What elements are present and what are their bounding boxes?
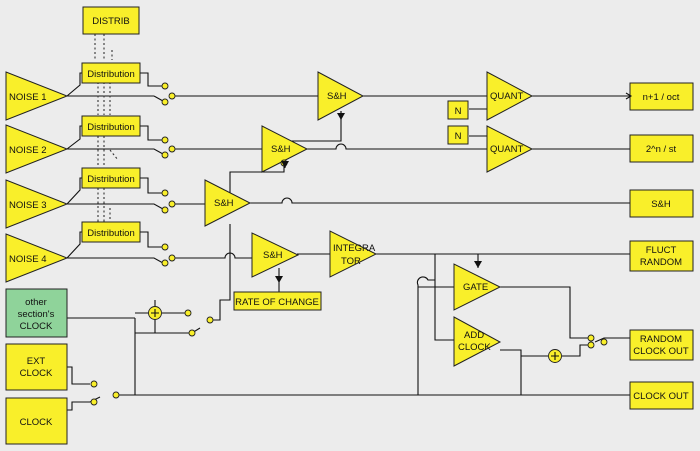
svg-text:INTEGRA: INTEGRA (333, 243, 376, 254)
output-fluct-random: FLUCT RANDOM (629, 240, 694, 272)
svg-text:section's: section's (18, 309, 55, 320)
output-clock-out: CLOCK OUT (629, 381, 694, 410)
svg-text:CLOCK: CLOCK (20, 368, 53, 379)
quantizer-1: QUANT (486, 71, 534, 121)
svg-text:FLUCT: FLUCT (646, 245, 677, 256)
switch-contacts (90, 82, 608, 406)
gate: GATE (453, 263, 502, 311)
output-n-plus-1-oct: n+1 / oct (629, 82, 694, 111)
noise-source-1: NOISE 1 (5, 71, 69, 121)
ext-clock: EXT CLOCK (5, 343, 68, 391)
svg-text:NOISE 1: NOISE 1 (9, 92, 47, 103)
sample-hold-3: S&H (204, 179, 252, 227)
clock-source: CLOCK (5, 397, 68, 445)
sum-node-1 (148, 306, 162, 320)
svg-text:n+1 / oct: n+1 / oct (643, 92, 680, 103)
svg-text:RANDOM: RANDOM (640, 257, 682, 268)
svg-text:Distribution: Distribution (87, 228, 135, 239)
svg-text:S&H: S&H (263, 250, 283, 261)
arrowheads (275, 92, 633, 283)
svg-text:TOR: TOR (341, 256, 361, 267)
distribution-block-1: Distribution (81, 62, 141, 84)
n-block-2: N (447, 125, 469, 145)
svg-text:CLOCK OUT: CLOCK OUT (633, 391, 689, 402)
integrator: INTEGRA TOR (329, 230, 378, 278)
rate-of-change-block: RATE OF CHANGE (233, 291, 322, 311)
noise-source-4: NOISE 4 (5, 233, 69, 283)
svg-text:2^n / st: 2^n / st (646, 144, 677, 155)
n-block-1: N (447, 100, 469, 120)
svg-text:CLOCK: CLOCK (20, 417, 53, 428)
svg-text:N: N (455, 131, 462, 142)
svg-text:NOISE 3: NOISE 3 (9, 200, 47, 211)
svg-text:RANDOM: RANDOM (640, 334, 682, 345)
svg-text:S&H: S&H (271, 144, 291, 155)
svg-text:Distribution: Distribution (87, 122, 135, 133)
output-sh: S&H (629, 189, 694, 218)
svg-text:QUANT: QUANT (490, 144, 523, 155)
noise-source-2: NOISE 2 (5, 124, 69, 174)
svg-text:CLOCK: CLOCK (458, 342, 491, 353)
svg-text:NOISE 4: NOISE 4 (9, 254, 47, 265)
distribution-block-2: Distribution (81, 115, 141, 137)
svg-text:Distribution: Distribution (87, 174, 135, 185)
distribution-block-4: Distribution (81, 221, 141, 243)
svg-text:Distribution: Distribution (87, 69, 135, 80)
sum-node-2 (548, 349, 562, 363)
output-2n-st: 2^n / st (629, 134, 694, 163)
svg-text:S&H: S&H (651, 199, 671, 210)
svg-text:CLOCK: CLOCK (20, 321, 53, 332)
distrib-block: DISTRIB (82, 6, 140, 35)
sample-hold-4: S&H (251, 232, 300, 278)
svg-text:RATE OF CHANGE: RATE OF CHANGE (235, 297, 319, 308)
output-random-clock-out: RANDOM CLOCK OUT (629, 329, 694, 361)
svg-text:CLOCK OUT: CLOCK OUT (633, 346, 689, 357)
svg-text:S&H: S&H (327, 91, 347, 102)
svg-text:NOISE 2: NOISE 2 (9, 145, 47, 156)
noise-source-3: NOISE 3 (5, 179, 69, 229)
svg-text:N: N (455, 106, 462, 117)
svg-text:EXT: EXT (27, 356, 46, 367)
distrib-control-links (94, 34, 119, 222)
svg-text:other: other (25, 297, 47, 308)
svg-text:S&H: S&H (214, 198, 234, 209)
add-clock: ADD CLOCK (453, 316, 502, 367)
svg-text:GATE: GATE (463, 282, 488, 293)
other-section-clock: other section's CLOCK (5, 288, 68, 338)
svg-text:QUANT: QUANT (490, 91, 523, 102)
quantizer-2: QUANT (486, 125, 534, 173)
wires (66, 72, 630, 411)
svg-text:DISTRIB: DISTRIB (92, 16, 129, 27)
distribution-block-3: Distribution (81, 167, 141, 189)
svg-text:ADD: ADD (464, 330, 484, 341)
sample-hold-1: S&H (317, 71, 365, 121)
